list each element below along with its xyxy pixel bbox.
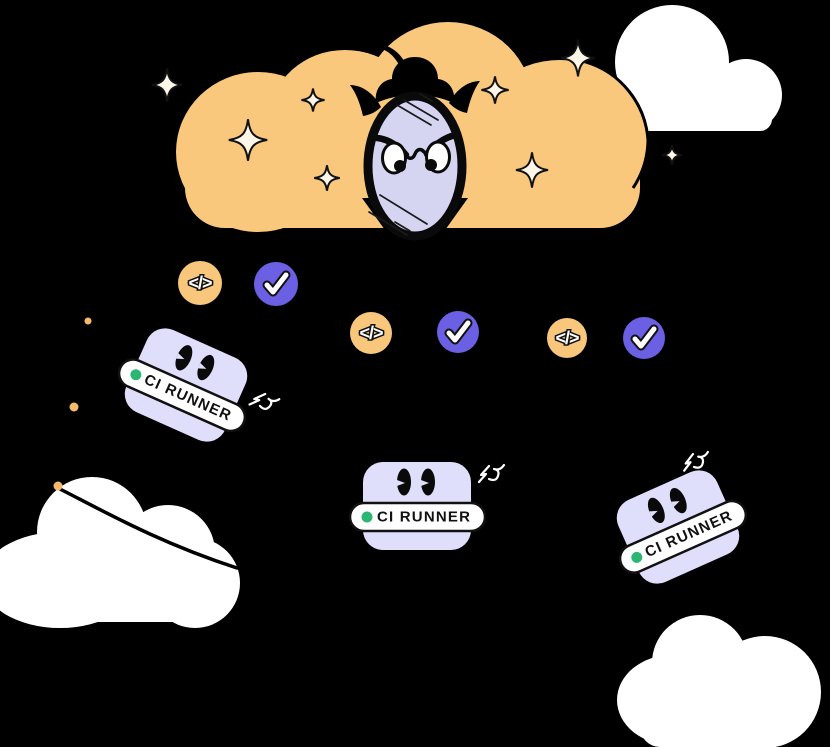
ci-runner-badge: CI RUNNER bbox=[348, 462, 506, 550]
runner-eyes bbox=[397, 468, 435, 496]
ci-runner-badge: CI RUNNER bbox=[616, 450, 748, 584]
connector-curve bbox=[58, 487, 239, 570]
sparkle-icon bbox=[481, 76, 508, 103]
mirror-pupil-left bbox=[394, 160, 406, 172]
orange-dot bbox=[84, 317, 92, 325]
status-dot bbox=[631, 551, 643, 563]
sparkle-icon bbox=[152, 68, 182, 102]
sparkle-icon bbox=[301, 88, 324, 111]
mirror-eyes bbox=[381, 140, 451, 175]
cloud-white-top-right bbox=[615, 5, 782, 131]
mirror-horn-left-icon bbox=[350, 85, 381, 116]
mirror-brow-crease bbox=[404, 147, 426, 160]
ci-runner-badge: CI RUNNER bbox=[117, 328, 281, 442]
magic-mirror bbox=[350, 44, 480, 272]
status-dot bbox=[361, 511, 373, 523]
check-icon bbox=[254, 262, 298, 306]
runner-label: CI RUNNER bbox=[377, 509, 471, 526]
cloud-white-bottom-right bbox=[617, 615, 821, 747]
code-glyph-text: </> bbox=[359, 323, 383, 343]
check-icon bbox=[623, 317, 665, 359]
sparkle-icon bbox=[229, 119, 267, 161]
cloud-white-bottom-left bbox=[0, 477, 240, 628]
sparkles bbox=[152, 40, 682, 191]
runner-eyes bbox=[647, 487, 687, 524]
motion-squiggle-icon bbox=[683, 450, 709, 472]
cloud-orange-edge-outline bbox=[585, 60, 650, 189]
mirror-ornament-curl bbox=[368, 44, 407, 76]
orange-dot bbox=[69, 402, 79, 412]
motion-squiggle-icon bbox=[248, 392, 281, 410]
sparkle-icon bbox=[314, 165, 340, 191]
sparkle-icon bbox=[516, 152, 548, 187]
status-bubbles: </> </> </> bbox=[178, 261, 665, 359]
code-icon: </> bbox=[178, 261, 222, 305]
check-icon bbox=[437, 311, 479, 353]
sparkle-icon bbox=[561, 40, 595, 77]
code-icon: </> bbox=[547, 318, 587, 358]
runner-banner: CI RUNNER bbox=[348, 501, 487, 533]
runner-eyes bbox=[175, 345, 215, 381]
code-icon: </> bbox=[350, 312, 392, 354]
status-dot bbox=[130, 369, 142, 381]
mirror-crown bbox=[375, 57, 455, 103]
mirror-glass bbox=[363, 91, 467, 241]
mirror-pupil-right bbox=[425, 159, 437, 171]
motion-squiggle-icon bbox=[477, 463, 506, 484]
mirror-glass-hatching bbox=[368, 93, 439, 236]
accent-dots bbox=[69, 317, 92, 412]
sparkle-icon bbox=[662, 145, 682, 165]
code-glyph-text: </> bbox=[188, 273, 212, 293]
code-glyph-text: </> bbox=[555, 328, 579, 348]
orange-dot bbox=[53, 481, 63, 491]
mirror-horn-right-icon bbox=[449, 81, 480, 113]
